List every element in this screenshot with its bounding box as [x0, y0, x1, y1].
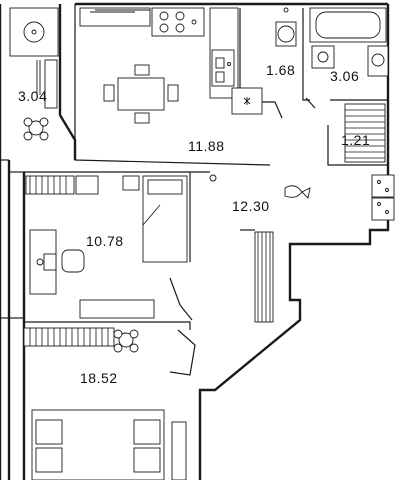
area-label-bathroom: 1.68 — [266, 62, 296, 78]
small-plant-icon — [209, 174, 217, 182]
area-label-bath: 3.06 — [330, 68, 360, 84]
sink-icon — [215, 57, 231, 83]
bedroom — [25, 175, 188, 319]
dining-table — [103, 64, 179, 124]
stove-icon — [159, 11, 197, 33]
loggia-top — [9, 7, 59, 141]
living-plant-icon — [113, 329, 139, 353]
kitchen — [79, 7, 263, 124]
area-label-living: 18.52 — [80, 370, 118, 386]
bed — [142, 175, 188, 263]
fish-icon — [284, 185, 311, 199]
hall-cabinets — [209, 174, 395, 221]
bathroom — [275, 7, 297, 47]
area-label-hall: 12.30 — [232, 198, 270, 214]
living-room — [23, 327, 187, 480]
area-label-kitchen: 11.88 — [188, 138, 225, 154]
bath — [309, 7, 389, 77]
area-label-bedroom: 10.78 — [86, 233, 124, 249]
asterisk-icon — [243, 97, 251, 105]
closet-shelves — [344, 103, 386, 163]
plant-icon — [23, 117, 49, 141]
shelf-hatch — [345, 109, 385, 159]
inner-walls — [24, 4, 388, 376]
desk — [29, 229, 85, 295]
area-label-closet: 1.21 — [341, 132, 371, 148]
area-label-loggia-top: 3.04 — [18, 88, 48, 104]
double-bed — [31, 409, 165, 480]
window-marks — [0, 159, 24, 319]
hall-radiator — [254, 231, 274, 323]
